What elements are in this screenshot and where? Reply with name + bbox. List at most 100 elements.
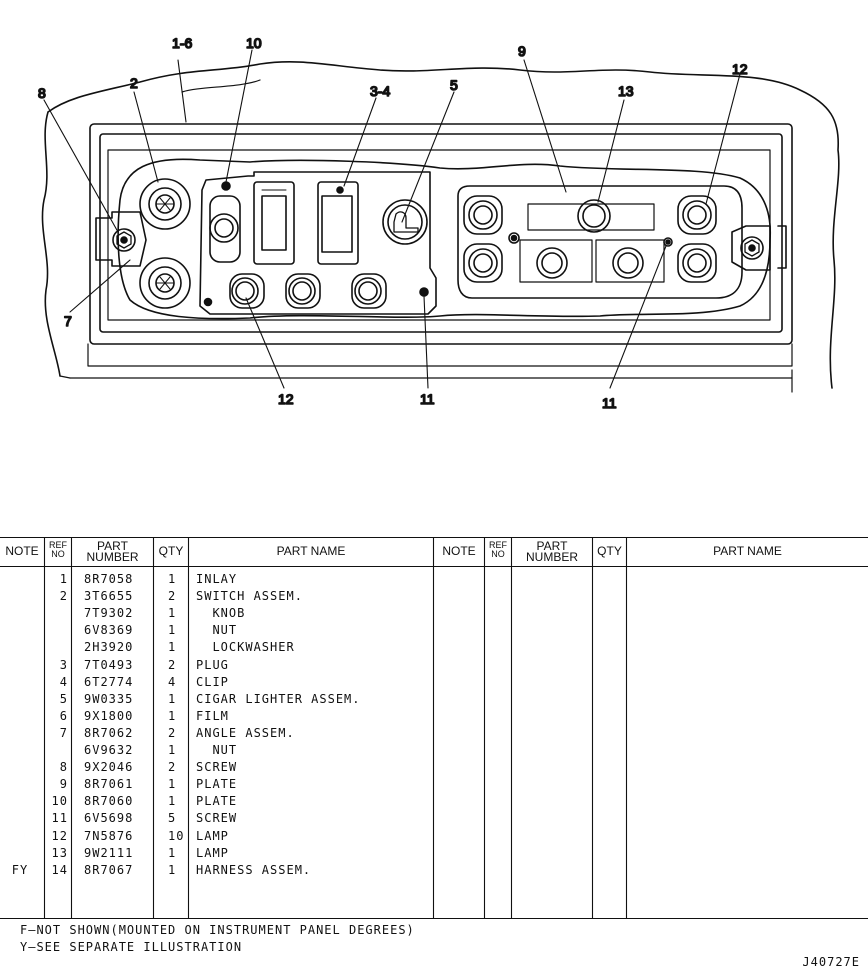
row-qty: 1 — [168, 743, 177, 757]
callout-3-4: 3-4 — [370, 83, 390, 99]
leader-lines — [43, 49, 741, 389]
lamp-r-bot-2 — [536, 247, 568, 279]
table-rules — [0, 537, 868, 920]
row-part-name: SWITCH ASSEM. — [196, 589, 303, 604]
right-plate-window — [527, 203, 655, 231]
row-ref-no: 5 — [59, 691, 68, 706]
callout-12-left: 12 — [278, 391, 294, 407]
row-ref-no: 3 — [59, 657, 68, 672]
callout-11-right: 11 — [602, 395, 617, 411]
row-qty: 1 — [168, 794, 177, 809]
left-plate — [199, 171, 437, 315]
callout-11-left: 11 — [420, 391, 435, 407]
row-qty: 2 — [168, 760, 177, 775]
lamp-r-bot-4 — [677, 243, 717, 283]
row-part-name: KNOB — [196, 606, 246, 621]
lamp-r-top-left — [463, 195, 503, 235]
header-part-name: PART NAME — [276, 544, 346, 558]
lamp-r-bot-1 — [463, 243, 503, 283]
row-part-number: 8R7058 — [84, 572, 134, 586]
left-angle-bracket — [95, 211, 147, 267]
housing-lower-edge — [87, 343, 793, 367]
row-ref-no: 1 — [59, 572, 68, 586]
row-part-number: 3T6655 — [84, 589, 134, 604]
right-plate-screw-b-dot — [665, 239, 671, 245]
row-qty: 1 — [168, 845, 177, 860]
row-note: FY — [11, 862, 29, 877]
right-plate-divider — [519, 239, 665, 283]
row-part-number: 6V5698 — [84, 811, 134, 826]
footnote-f: F—NOT SHOWN(MOUNTED ON INSTRUMENT PANEL … — [20, 923, 415, 937]
plate-screw-lower-left — [203, 297, 213, 307]
row-part-number: 8R7062 — [84, 725, 134, 740]
panel-illustration: 1-6 2 3-4 5 7 8 9 10 11 11 12 12 13 — [37, 34, 840, 412]
right-plate-screw-b — [663, 237, 673, 247]
left-screw-outer — [112, 228, 136, 252]
row-qty: 2 — [168, 657, 177, 672]
row-part-name: PLATE — [196, 777, 238, 792]
callout-13: 13 — [618, 83, 634, 99]
header-qty-right: QTY — [597, 544, 622, 558]
housing-inner — [99, 133, 783, 333]
header-note: NOTE — [5, 544, 39, 558]
lamp-row-3 — [351, 273, 387, 309]
switch-top — [139, 178, 191, 230]
row-qty: 1 — [168, 691, 177, 706]
header-note-right: NOTE — [442, 544, 476, 558]
row-qty: 1 — [168, 708, 177, 723]
inlay-plate — [107, 149, 771, 321]
left-screw-hex — [116, 231, 132, 249]
callout-5: 5 — [450, 77, 458, 93]
row-part-name: FILM — [196, 708, 229, 723]
callout-8: 8 — [38, 85, 46, 101]
callout-2: 2 — [130, 75, 138, 91]
header-qty: QTY — [158, 544, 184, 558]
lamp-left-upper — [209, 195, 241, 263]
right-screw-outer — [740, 236, 764, 260]
row-qty: 4 — [168, 674, 177, 689]
row-part-name: CLIP — [196, 674, 229, 689]
header-part-name-right: PART NAME — [713, 544, 782, 558]
footnote-y: Y—SEE SEPARATE ILLUSTRATION — [20, 940, 243, 954]
row-qty: 2 — [168, 725, 177, 740]
right-screw-hex — [744, 239, 760, 257]
row-part-name: PLATE — [196, 794, 238, 809]
row-qty: 2 — [168, 589, 177, 604]
row-qty: 1 — [168, 623, 177, 638]
lamp-r-bot-3 — [612, 247, 644, 279]
row-ref-no: 12 — [51, 828, 68, 843]
callout-10: 10 — [246, 35, 262, 51]
row-part-name: SCREW — [196, 760, 238, 775]
right-plate — [457, 185, 743, 299]
row-part-number: 6T2774 — [84, 674, 134, 689]
row-part-number: 9W0335 — [84, 691, 134, 706]
row-qty: 10 — [168, 828, 185, 843]
row-part-number: 7T9302 — [84, 606, 134, 621]
row-part-number: 9X1800 — [84, 708, 134, 723]
inner-break-line — [181, 79, 261, 93]
row-ref-no: 11 — [51, 811, 68, 826]
row-part-number: 7N5876 — [84, 828, 134, 843]
row-qty: 1 — [168, 640, 177, 655]
row-part-name: NUT — [196, 743, 238, 757]
row-part-number: 7T0493 — [84, 657, 134, 672]
right-plate-screw-a-dot — [510, 234, 518, 242]
lamp-r-top-right — [677, 195, 717, 235]
row-ref-no: 10 — [51, 794, 68, 809]
row-ref-no: 14 — [51, 862, 68, 877]
row-part-number: 9X2046 — [84, 760, 134, 775]
row-ref-no: 6 — [59, 708, 68, 723]
row-ref-no: 9 — [59, 777, 68, 792]
row-part-number: 6V8369 — [84, 623, 134, 638]
row-ref-no: 7 — [59, 725, 68, 740]
callout-1-6: 1-6 — [172, 35, 192, 51]
right-plate-screw-a — [508, 232, 520, 244]
row-ref-no: 8 — [59, 760, 68, 775]
row-part-name: LOCKWASHER — [196, 640, 295, 655]
row-ref-no: 2 — [59, 589, 68, 604]
row-qty: 5 — [168, 811, 177, 826]
lamp-r-top-center — [577, 199, 611, 233]
